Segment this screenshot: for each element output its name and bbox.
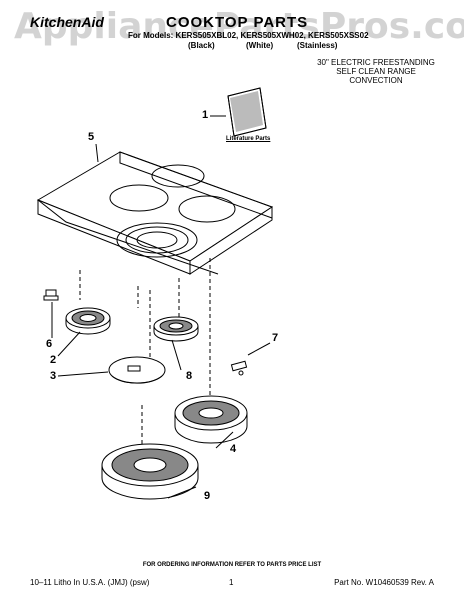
footer-litho: 10–11 Litho In U.S.A. (JMJ) (psw)	[30, 578, 150, 587]
callout-8: 8	[186, 370, 193, 382]
cooktop-glass	[36, 151, 274, 275]
callout-9: 9	[204, 490, 211, 502]
callout-5: 5	[88, 131, 95, 143]
callout-4: 4	[230, 443, 237, 455]
leader-line-9	[167, 486, 197, 499]
callout-3: 3	[50, 370, 57, 382]
leader-line-4	[215, 431, 234, 449]
variant-stainless: (Stainless)	[297, 41, 338, 50]
variant-white: (White)	[246, 41, 274, 50]
callout-2: 2	[50, 354, 57, 366]
surface-element-9	[101, 443, 199, 500]
page-title: COOKTOP PARTS	[166, 14, 309, 31]
description-line: SELF CLEAN RANGE	[336, 67, 416, 76]
surface-element-2	[65, 307, 111, 335]
watermark: AppliancePartsPros.com	[14, 6, 464, 47]
product-description: 30" ELECTRIC FREESTANDING SELF CLEAN RAN…	[306, 58, 446, 85]
callout-6: 6	[46, 338, 53, 350]
model-list: For Models: KERS505XBL02, KERS505XWH02, …	[128, 31, 369, 40]
leader-line-5	[95, 143, 99, 163]
surface-element-8	[153, 316, 199, 342]
footer-part-number: Part No. W10460539 Rev. A	[334, 578, 434, 587]
terminal-block-6	[43, 289, 59, 301]
brand-logo: KitchenAid	[30, 14, 104, 30]
callout-1: 1	[202, 109, 209, 121]
limiter-switch-7	[230, 360, 248, 376]
callout-7: 7	[272, 332, 279, 344]
reflector-pan	[108, 356, 166, 384]
footer-page-number: 1	[229, 578, 234, 587]
literature-parts-label: Literature Parts	[226, 136, 271, 142]
description-line: 30" ELECTRIC FREESTANDING	[317, 58, 435, 67]
literature-booklet	[227, 87, 267, 137]
leader-line-3	[57, 371, 109, 377]
description-line: CONVECTION	[349, 76, 403, 85]
surface-element-4	[174, 395, 248, 444]
leader-line-2	[57, 331, 81, 357]
leader-line-8	[171, 339, 182, 371]
leader-line-7	[247, 342, 271, 356]
ordering-note: FOR ORDERING INFORMATION REFER TO PARTS …	[142, 562, 322, 568]
variant-black: (Black)	[188, 41, 215, 50]
